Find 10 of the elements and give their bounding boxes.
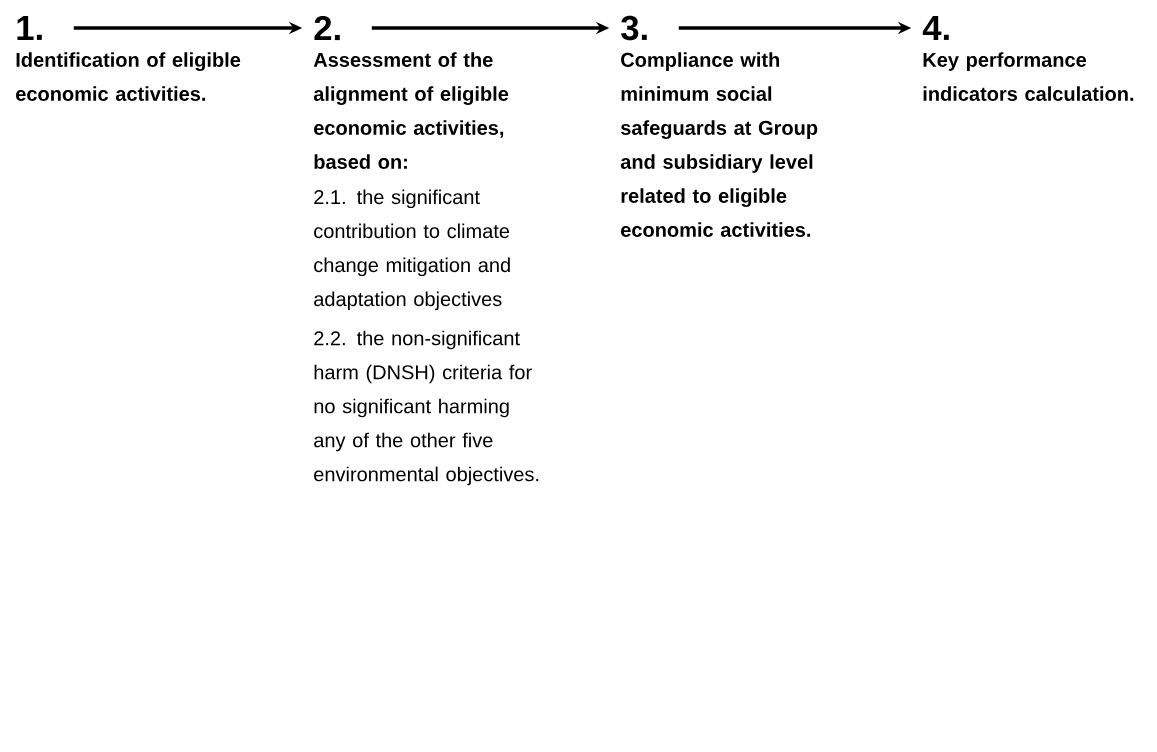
step-number: 3. bbox=[621, 15, 647, 41]
step-description: 2.1. the significant contribution to climate change mitigation and adaptation objectives bbox=[314, 189, 510, 311]
step-description: 2.2. the non-significant harm (DNSH) criteria for no significant harming any of the other five environmental objectives. bbox=[314, 330, 539, 486]
step-description: Compliance with minimum social safeguards at Group and subsidiary level related to eligible economic activities. bbox=[620, 52, 818, 237]
step-description: Assessment of the alignment of eligible economic activities, based on: bbox=[313, 52, 509, 169]
step-description: Key performance indicators calculation. bbox=[923, 52, 1134, 101]
step-number: 1. bbox=[17, 16, 42, 40]
step-number: 4. bbox=[922, 16, 949, 40]
step-number: 2. bbox=[314, 15, 340, 41]
step-description: Identification of eligible economic activities. bbox=[16, 52, 241, 101]
